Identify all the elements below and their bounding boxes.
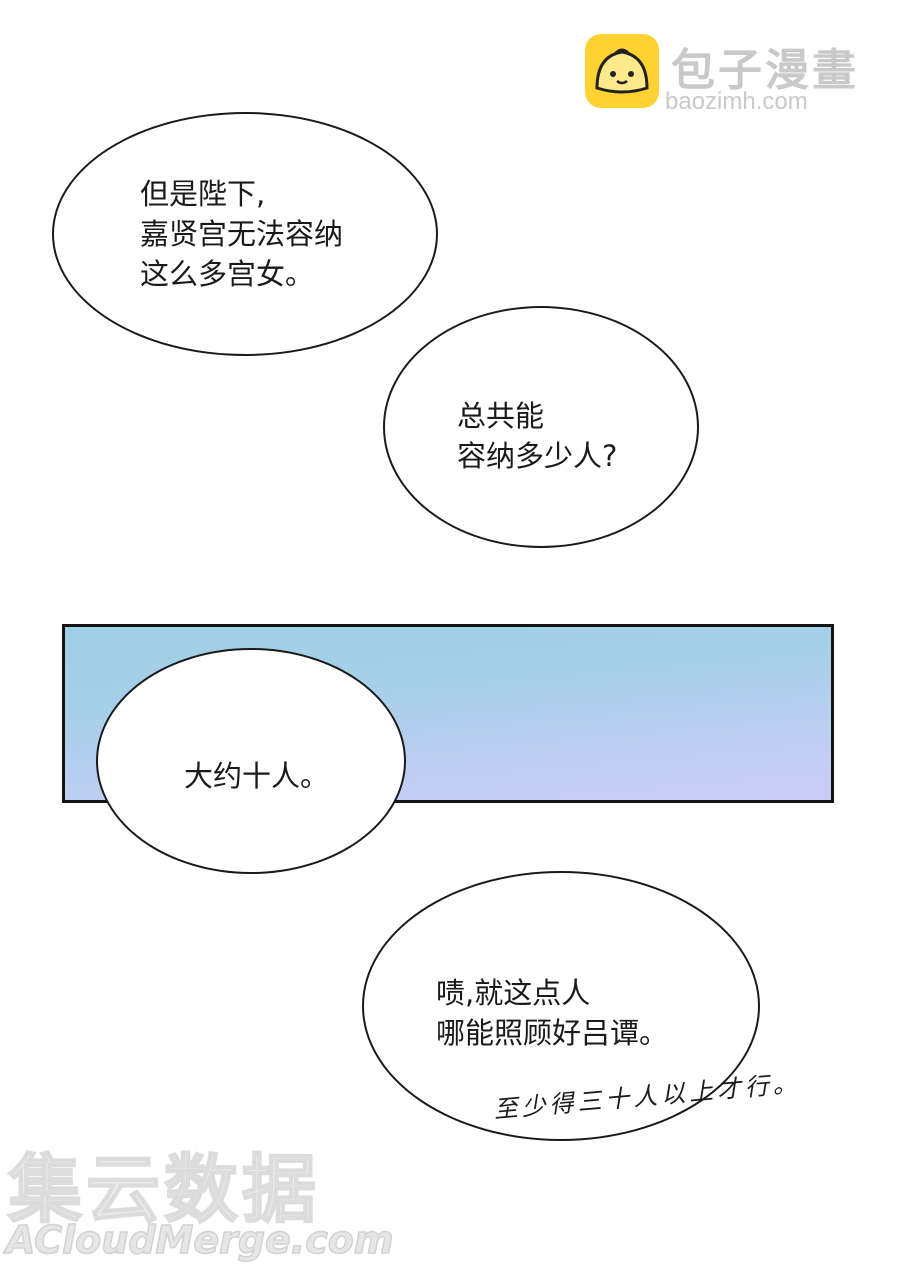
speech-bubble-4-text: 啧,就这点人 哪能照顾好吕谭。 <box>436 973 668 1053</box>
speech-bubble-3-text: 大约十人。 <box>184 756 329 796</box>
speech-bubble-1: 但是陛下, 嘉贤宫无法容纳 这么多宫女。 <box>52 112 438 356</box>
speech-line: 哪能照顾好吕谭。 <box>436 1016 669 1050</box>
bun-face-logo-icon <box>585 34 659 108</box>
speech-line: 大约十人。 <box>184 759 330 793</box>
speech-bubble-4: 啧,就这点人 哪能照顾好吕谭。 <box>362 871 760 1141</box>
speech-bubble-2-text: 总共能 容纳多少人? <box>457 396 617 476</box>
speech-line: 这么多宫女。 <box>140 257 315 291</box>
acloudmerge-watermark-en: ACloudMerge.com <box>5 1217 394 1263</box>
speech-bubble-2: 总共能 容纳多少人? <box>383 306 699 548</box>
speech-line: 啧,就这点人 <box>436 976 591 1010</box>
baozimh-watermark: 包子漫畫 baozimh.com <box>585 34 885 115</box>
watermark-brand-cn: 包子漫畫 <box>671 45 859 96</box>
watermark-brand-url: baozimh.com <box>665 88 808 115</box>
speech-line: 总共能 <box>457 399 545 433</box>
speech-line: 容纳多少人? <box>457 439 618 473</box>
speech-bubble-1-text: 但是陛下, 嘉贤宫无法容纳 这么多宫女。 <box>140 174 343 294</box>
speech-line: 嘉贤宫无法容纳 <box>140 217 344 251</box>
speech-line: 但是陛下, <box>140 177 266 211</box>
speech-bubble-3: 大约十人。 <box>96 648 406 874</box>
acloudmerge-watermark-cn: 集云数据 <box>7 1146 320 1234</box>
